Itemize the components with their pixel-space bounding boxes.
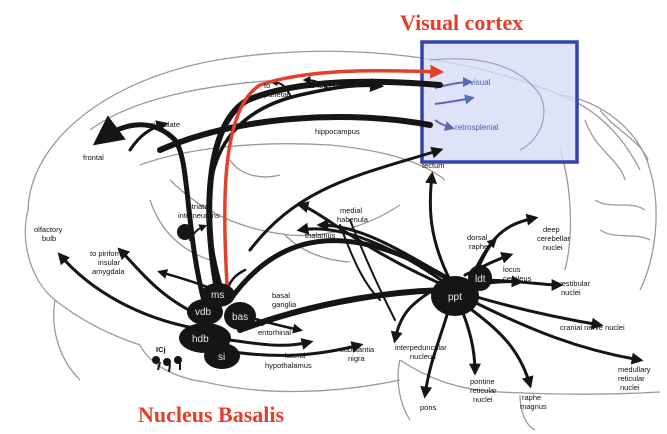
raphe-2-label: magnus	[520, 402, 547, 411]
medial-1-label: medial	[340, 206, 362, 215]
striatal-2-label: interneurons	[178, 211, 220, 220]
basal-2-label: ganglia	[272, 300, 297, 309]
basal-1-label: basal	[272, 291, 290, 300]
piriform-1-label: to piriform	[90, 249, 123, 258]
locus-1-label: locus	[503, 265, 521, 274]
deep-2-label: cerebellar	[537, 234, 570, 243]
substantia-1-label: substantia	[340, 345, 375, 354]
medullary-1-label: medullary	[618, 365, 651, 374]
retrosplenial-label: retrosplenial	[455, 123, 499, 132]
visual-label: visual	[470, 78, 491, 87]
visual-cortex-title: Visual cortex	[400, 10, 523, 35]
olfactory-1-label: olfactory	[34, 225, 63, 234]
lateral-2-label: hypothalamus	[265, 361, 312, 370]
to-parietal-1-label: to	[264, 81, 270, 90]
cranial-label: cranial nerve nuclei	[560, 323, 625, 332]
medial-2-label: habenula	[337, 215, 369, 224]
dorsal-1-label: dorsal	[467, 233, 488, 242]
piriform-3-label: amygdala	[92, 267, 125, 276]
piriform-2-label: insular	[98, 258, 121, 267]
striatal-1-label: striatal	[188, 202, 210, 211]
striatal-cell	[177, 224, 193, 240]
interped-2-label: nucleus	[410, 352, 436, 361]
interped-1-label: interpeduncular	[395, 343, 447, 352]
ppt-label: ppt	[448, 292, 462, 303]
bas-label: bas	[232, 312, 248, 323]
pontine-1-label: pontine	[470, 377, 495, 386]
entorhinal-2-label: entorhinal	[258, 328, 291, 337]
entorhinal-1-label: to	[258, 319, 264, 328]
deep-3-label: nuclei	[543, 243, 563, 252]
pontine-3-label: nuclei	[473, 395, 493, 404]
si-label: si	[218, 352, 225, 363]
dorsal-2-label: raphe	[469, 242, 488, 251]
medullary-2-label: reticular	[618, 374, 645, 383]
ici-label: ICj	[156, 345, 166, 354]
hippocampus-label: hippocampus	[315, 127, 360, 136]
frontal-label: frontal	[83, 153, 104, 162]
ms-label: ms	[211, 290, 224, 301]
to-temporal-label: to temporal	[309, 81, 347, 90]
pontine-2-label: reticular	[470, 386, 497, 395]
thalamus-label: thalamus	[305, 231, 336, 240]
nucleus-basalis-title: Nucleus Basalis	[138, 402, 285, 427]
raphe-1-label: raphe	[522, 393, 541, 402]
deep-1-label: deep	[543, 225, 560, 234]
medullary-3-label: nuclei	[620, 383, 640, 392]
locus-2-label: ceruleus	[503, 274, 532, 283]
cingulate-label: cingulate	[150, 120, 180, 129]
substantia-2-label: nigra	[348, 354, 366, 363]
to-parietal-2-label: parietal	[264, 90, 289, 99]
vestib-1-label: vestibular	[558, 279, 591, 288]
tectum-label: tectum	[422, 161, 445, 170]
vestib-2-label: nuclei	[561, 288, 581, 297]
pons-label: pons	[420, 403, 437, 412]
hdb-label: hdb	[192, 334, 209, 345]
olfactory-2-label: bulb	[42, 234, 56, 243]
vdb-label: vdb	[195, 307, 212, 318]
lateral-1-label: lateral	[285, 351, 306, 360]
ldt-label: ldt	[475, 274, 486, 285]
